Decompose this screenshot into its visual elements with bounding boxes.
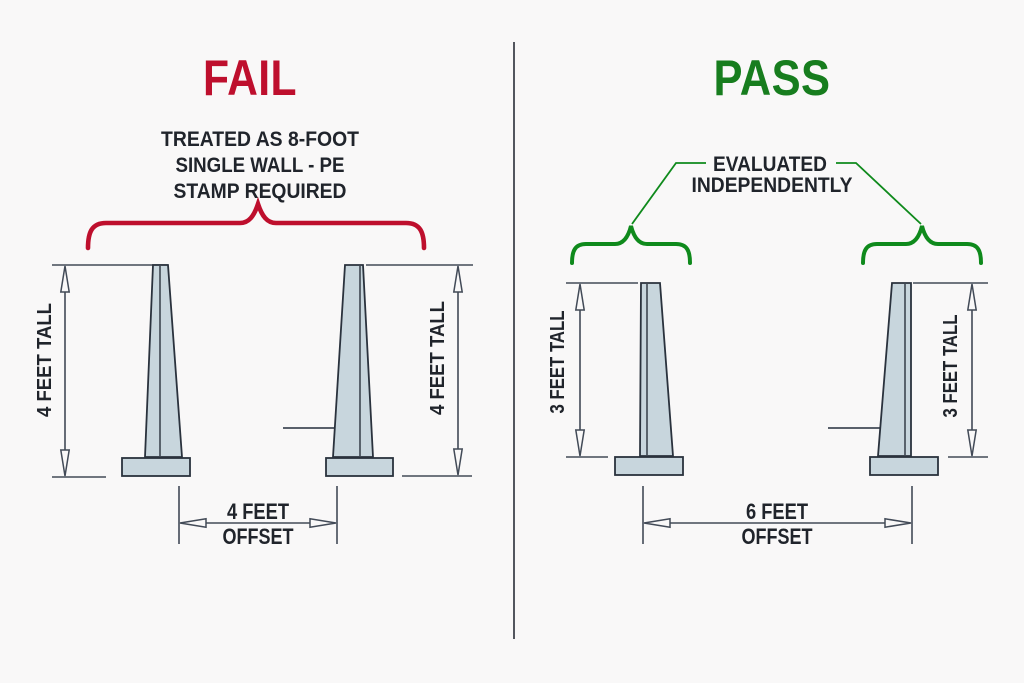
fail-wall-2-cross-section	[325, 264, 394, 477]
arrowhead-right-icon	[309, 517, 337, 529]
leader-line-left	[631, 162, 706, 225]
fail-offset-value: 4 FEET	[227, 499, 289, 524]
fail-annotation-line-3: STAMP REQUIRED	[174, 180, 347, 203]
pass-wall-1-brace	[570, 225, 692, 265]
fail-offset-dimension: 4 FEET OFFSET	[178, 486, 338, 549]
pass-offset-word: OFFSET	[742, 524, 813, 549]
arrowhead-down-icon	[59, 449, 71, 477]
pass-panel: PASS EVALUATED INDEPENDENTLY 3 FEET TALL…	[547, 50, 988, 549]
pass-annotation-line-2: INDEPENDENTLY	[692, 174, 853, 197]
fail-offset-word: OFFSET	[223, 524, 294, 549]
arrowhead-down-icon	[966, 429, 978, 457]
pass-wall-2-cross-section	[869, 282, 939, 476]
wall-stem	[144, 264, 183, 458]
pass-wall-2-brace	[861, 225, 983, 265]
pass-wall-1-cross-section	[614, 282, 684, 476]
arrowhead-up-icon	[574, 283, 586, 311]
wall-stem	[332, 264, 374, 458]
pass-wall-2-height-label: 3 FEET TALL	[940, 315, 962, 418]
arrowhead-left-icon	[643, 517, 671, 529]
fail-group-brace	[85, 196, 427, 251]
pass-wall-1-height-label: 3 FEET TALL	[547, 311, 569, 414]
fail-annotation-line-2: SINGLE WALL - PE	[176, 154, 345, 177]
wall-stem	[877, 282, 912, 457]
fail-wall-1-cross-section	[121, 264, 191, 477]
arrowhead-up-icon	[59, 265, 71, 293]
fail-title: FAIL	[203, 50, 297, 106]
wall-footing	[121, 457, 191, 477]
pass-annotation-line-1: EVALUATED	[713, 153, 827, 176]
wall-stem	[639, 282, 674, 457]
arrowhead-down-icon	[574, 429, 586, 457]
pass-offset-dimension: 6 FEET OFFSET	[642, 486, 913, 549]
fail-wall-1-height-label: 4 FEET TALL	[34, 303, 56, 417]
arrowhead-up-icon	[966, 283, 978, 311]
fail-wall-1-height-dimension: 4 FEET TALL	[34, 264, 168, 478]
arrowhead-left-icon	[179, 517, 207, 529]
pass-wall-2-height-dimension: 3 FEET TALL	[913, 282, 988, 458]
wall-footing	[325, 457, 394, 477]
arrowhead-down-icon	[452, 448, 464, 476]
pass-offset-value: 6 FEET	[746, 499, 808, 524]
arrowhead-up-icon	[452, 265, 464, 293]
wall-footing	[614, 456, 684, 476]
fail-wall-2-height-dimension: 4 FEET TALL	[366, 264, 473, 477]
fail-annotation-line-1: TREATED AS 8-FOOT	[161, 128, 359, 151]
fail-wall-2-height-label: 4 FEET TALL	[427, 301, 449, 415]
wall-footing	[869, 456, 939, 476]
pass-wall-1-height-dimension: 3 FEET TALL	[547, 282, 638, 458]
arrowhead-right-icon	[884, 517, 912, 529]
pass-title: PASS	[714, 50, 831, 106]
leader-line-right	[836, 162, 922, 225]
fail-panel: FAIL TREATED AS 8-FOOT SINGLE WALL - PE …	[34, 50, 473, 549]
